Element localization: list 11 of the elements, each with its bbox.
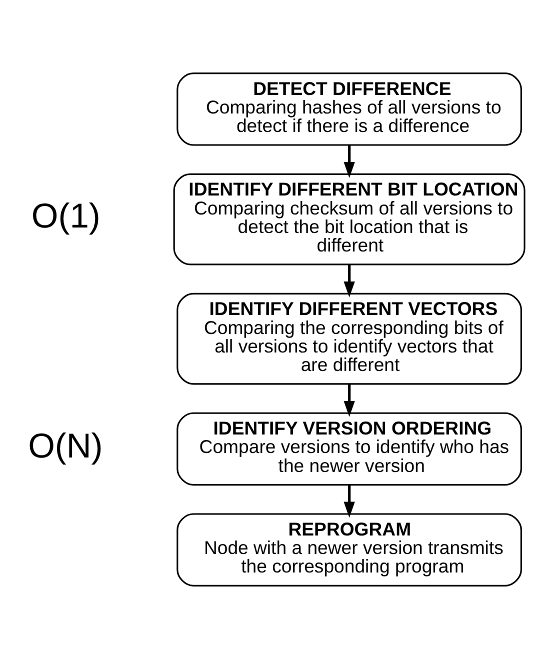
node-box: IDENTIFY DIFFERENT BIT LOCATION Comparing checksum of all versions to detect the bit location that is different — [173, 172, 526, 265]
arrow — [344, 484, 355, 518]
arrow — [344, 144, 355, 178]
label: O(N) — [28, 426, 103, 465]
label: O(1) — [31, 197, 100, 236]
node-box: DETECT DIFFERENCE Comparing hashes of all versions to detect if there is a difference — [176, 72, 522, 146]
arrow — [344, 384, 355, 416]
node-box: REPROGRAM Node with a newer version transmits the corresponding program — [176, 512, 522, 586]
node-box: IDENTIFY VERSION ORDERING Compare versions to identify who has the newer version — [176, 412, 522, 486]
node-box: IDENTIFY DIFFERENT VECTORS Comparing the corresponding bits of all versions to identify vectors that are different — [176, 292, 522, 384]
arrow — [344, 264, 355, 297]
